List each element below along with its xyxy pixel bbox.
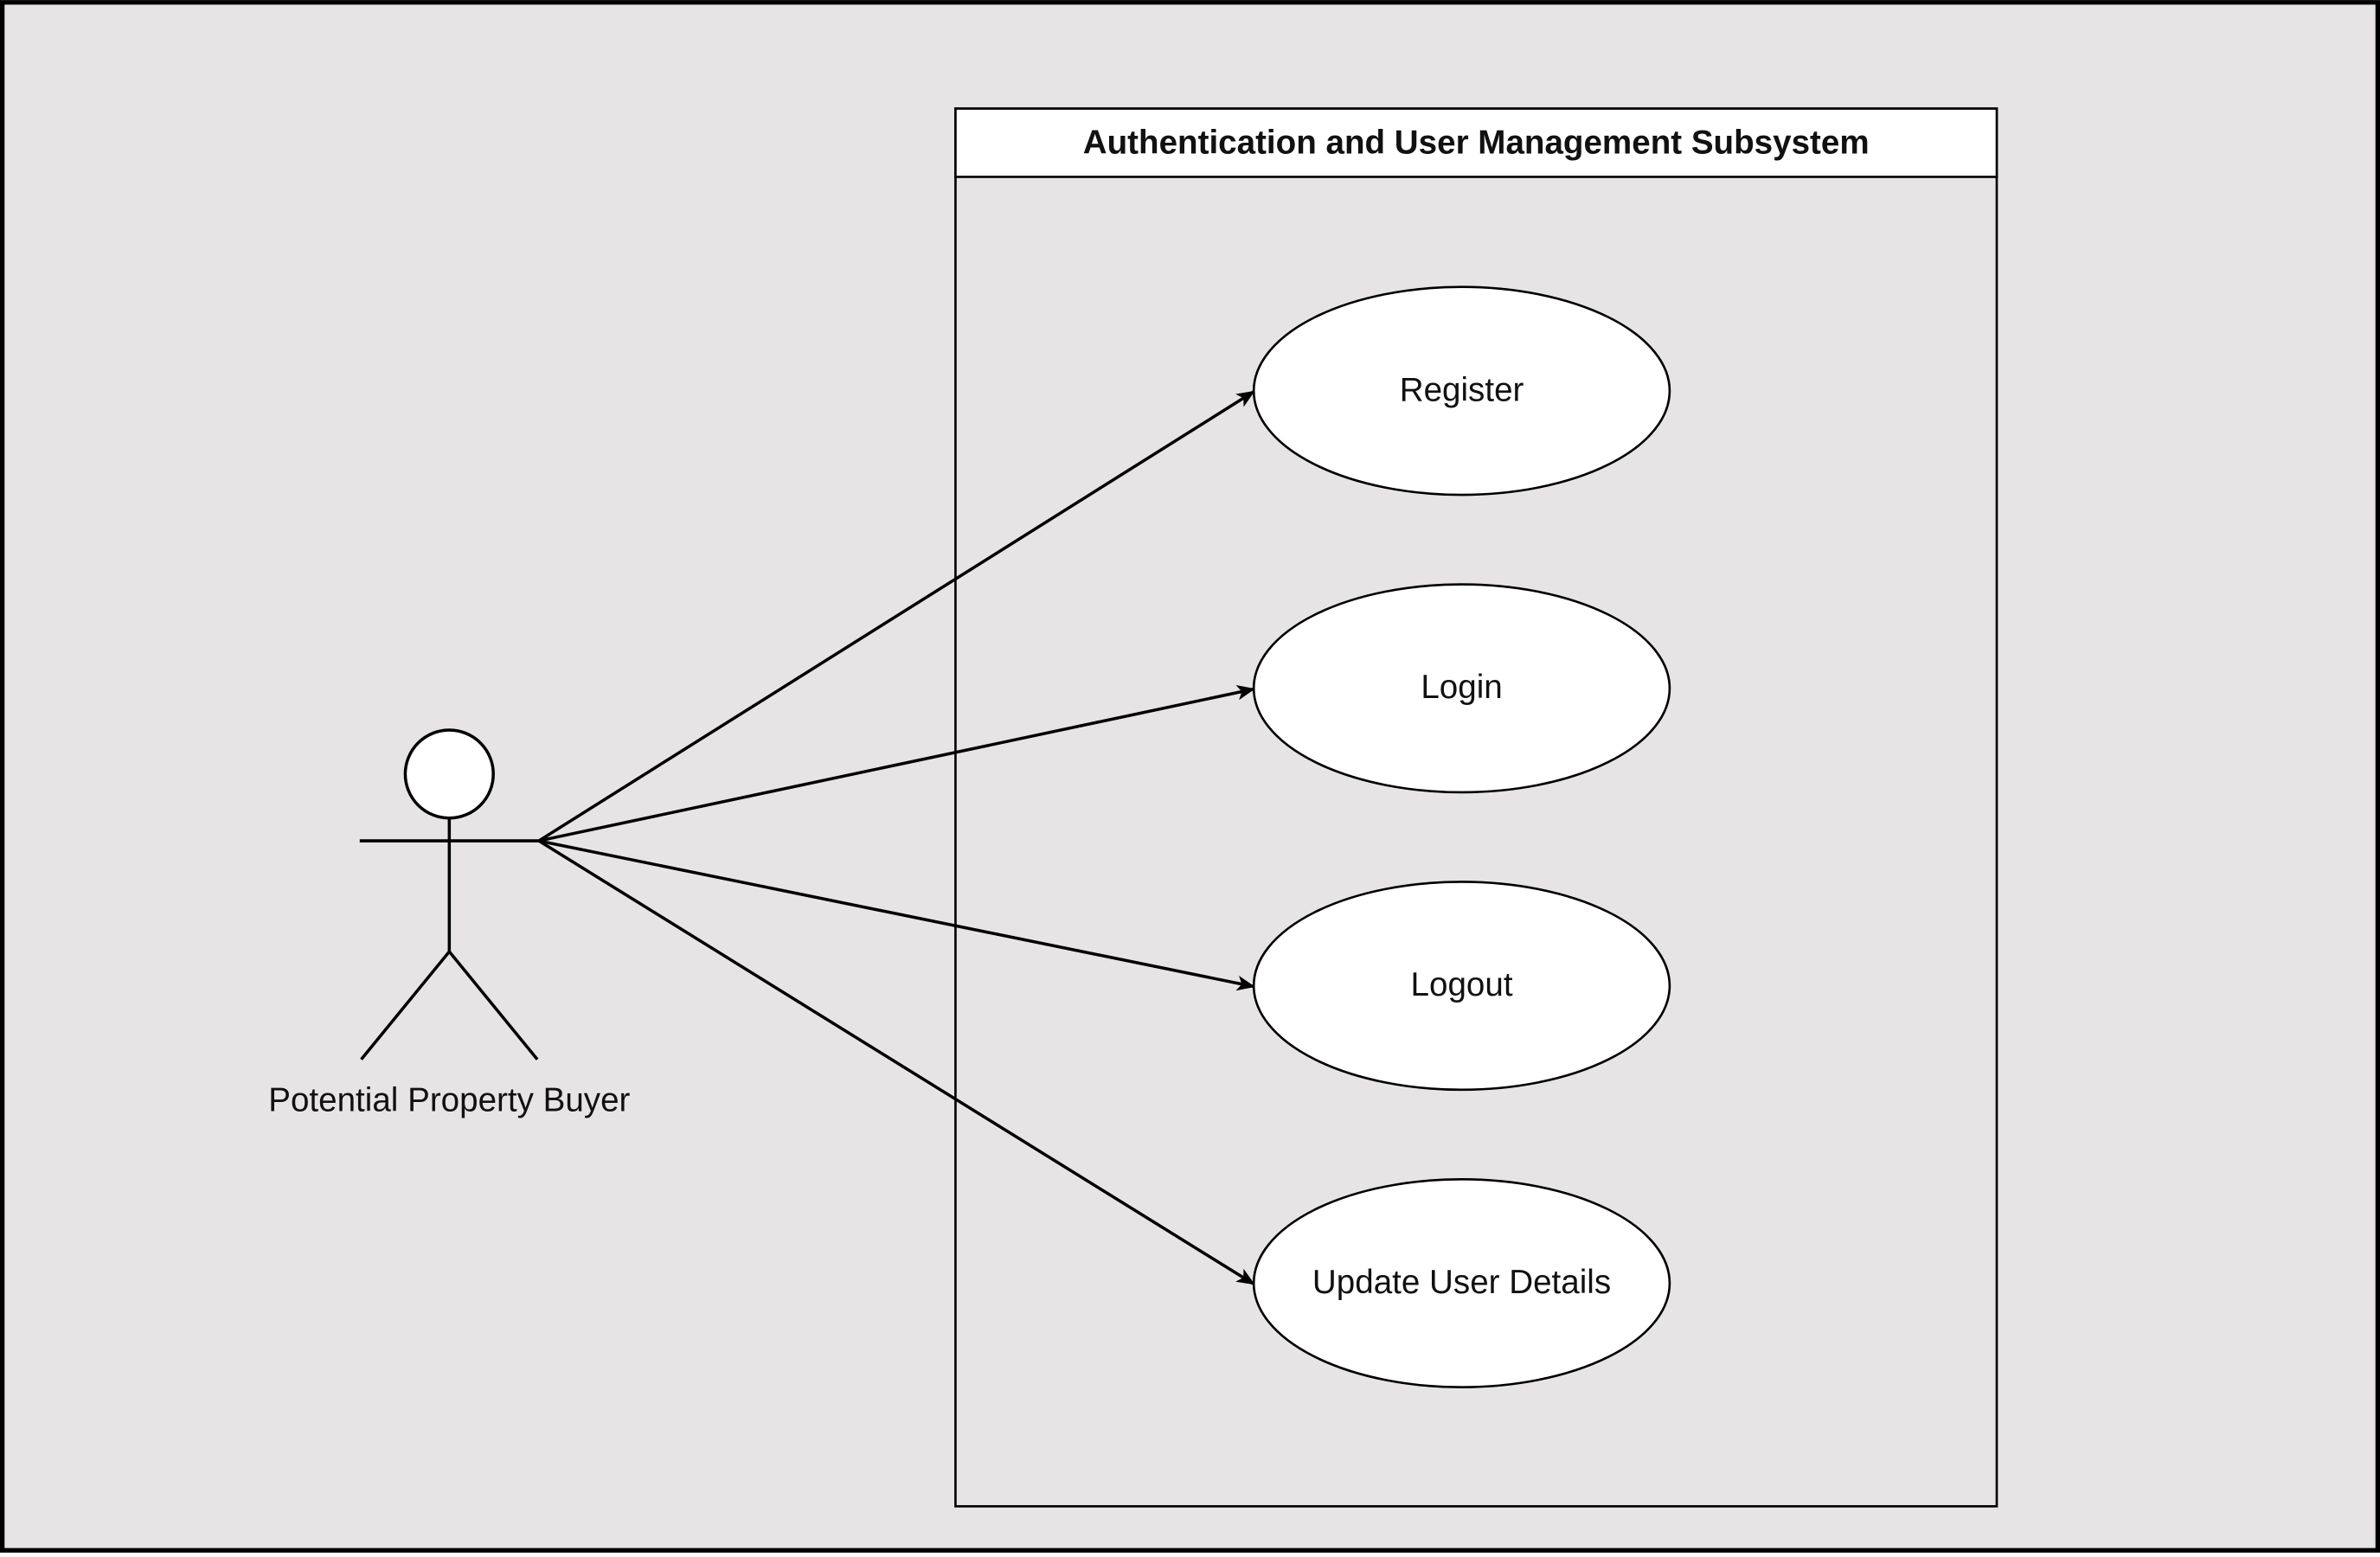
use-case-label: Register (1400, 371, 1524, 408)
use-case-register[interactable]: Register (1252, 285, 1671, 497)
association-logout[interactable] (538, 839, 1255, 991)
association-update-user-details[interactable] (537, 839, 1255, 1285)
use-case-ellipse (1252, 1177, 1671, 1388)
use-case-label: Logout (1411, 966, 1513, 1003)
use-case-ellipse (1252, 881, 1671, 1092)
stick-figure-icon (359, 728, 539, 1060)
use-case-ellipse (1252, 285, 1671, 497)
association-register[interactable] (537, 390, 1255, 843)
use-case-label: Update User Details (1312, 1264, 1611, 1301)
use-case-label: Login (1421, 669, 1502, 706)
system-title: Authentication and User Management Subsy… (1083, 124, 1870, 161)
association-login[interactable] (538, 685, 1255, 843)
use-case-ellipse (1252, 583, 1671, 794)
use-case-login[interactable]: Login (1252, 583, 1671, 794)
use-case-update-user-details[interactable]: Update User Details (1252, 1177, 1671, 1388)
associations (537, 390, 1255, 1285)
system-title-bar (954, 107, 1998, 178)
use-case-logout[interactable]: Logout (1252, 881, 1671, 1092)
actor-potential-property-buyer[interactable]: Potential Property Buyer (268, 728, 631, 1118)
actor-label: Potential Property Buyer (268, 1081, 630, 1118)
